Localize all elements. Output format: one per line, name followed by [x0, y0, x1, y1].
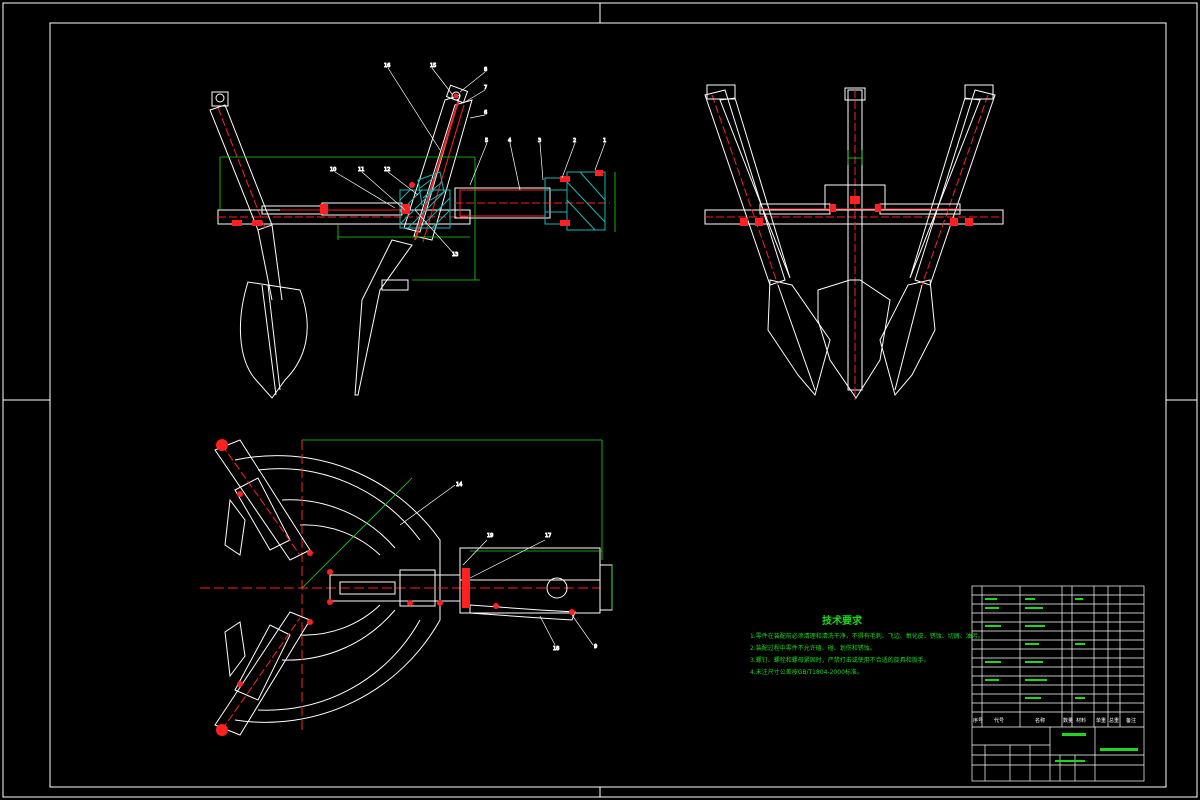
side-blade-center [817, 279, 891, 399]
svg-text:16: 16 [384, 63, 390, 69]
front-dimensions [219, 156, 616, 281]
svg-text:11: 11 [358, 167, 364, 173]
header-5: 单重 [1096, 717, 1106, 724]
svg-text:14: 14 [456, 482, 462, 488]
header-1: 代号 [994, 717, 1004, 724]
tech-requirement-3: 3.螺钉、螺栓和螺母紧固时，严禁打击或使用不合适的旋具和扳手。 [750, 657, 930, 664]
tech-requirement-4: 4.未注尺寸公差按GB/T1804-2000标准。 [750, 669, 863, 676]
svg-text:18: 18 [553, 646, 559, 652]
side-view [704, 84, 1004, 400]
svg-text:1: 1 [603, 138, 606, 144]
header-3: 数量 [1063, 717, 1073, 724]
svg-text:7: 7 [484, 85, 487, 91]
left-arm [209, 91, 308, 399]
inner-border [49, 22, 1167, 788]
inclined-arm [354, 84, 473, 396]
svg-text:17: 17 [545, 533, 551, 539]
side-blade-left [767, 279, 831, 397]
sheet-center-marks [3, 3, 1197, 797]
top-view-pins [216, 439, 575, 736]
front-view: 16 15 8 7 6 5 4 3 2 1 10 11 12 13 [209, 63, 616, 399]
svg-text:2: 2 [573, 138, 576, 144]
section-hatch [399, 171, 451, 229]
svg-text:5: 5 [485, 138, 488, 144]
top-view-dimensions [301, 439, 613, 610]
svg-text:9: 9 [594, 644, 597, 650]
pins-front [232, 93, 459, 226]
front-balloons: 16 15 8 7 6 5 4 3 2 1 10 11 12 13 [330, 63, 607, 259]
svg-text:19: 19 [487, 533, 493, 539]
header-4: 材料 [1076, 717, 1086, 724]
outer-arc [234, 455, 441, 723]
svg-text:12: 12 [384, 167, 390, 173]
top-view: 14 19 17 18 9 [200, 439, 613, 736]
tech-requirement-2: 2.装配过程中零件不允许磕、碰、划伤和锈蚀。 [750, 645, 876, 652]
title-block-headers: 序号 代号 名称 数量 材料 单重 总重 备注 [973, 717, 1136, 724]
left-blade [240, 281, 308, 399]
front-leaders [334, 67, 606, 256]
tech-requirement-1: 1.零件在装配前必须清理和清洗干净，不得有毛刺、飞边、氧化皮、锈蚀、切屑、油污。 [750, 633, 980, 640]
header-7: 备注 [1126, 717, 1136, 724]
technical-requirements-title: 技术要求 [822, 616, 862, 627]
bom-rows [972, 594, 1144, 728]
svg-text:10: 10 [330, 167, 336, 173]
svg-text:3: 3 [538, 138, 541, 144]
svg-text:4: 4 [508, 138, 511, 144]
svg-text:13: 13 [452, 252, 458, 258]
bom-columns [981, 586, 1121, 727]
spike [354, 239, 413, 396]
header-2: 名称 [1035, 717, 1045, 724]
side-blade-right [879, 279, 936, 397]
header-0: 序号 [973, 717, 983, 724]
title-block [971, 585, 1145, 782]
svg-text:8: 8 [484, 67, 487, 73]
hydraulic-cylinder [454, 170, 610, 231]
svg-text:15: 15 [430, 63, 436, 69]
header-6: 总重 [1109, 717, 1119, 724]
bom-cell-marks [985, 598, 1138, 762]
svg-text:6: 6 [484, 110, 487, 116]
